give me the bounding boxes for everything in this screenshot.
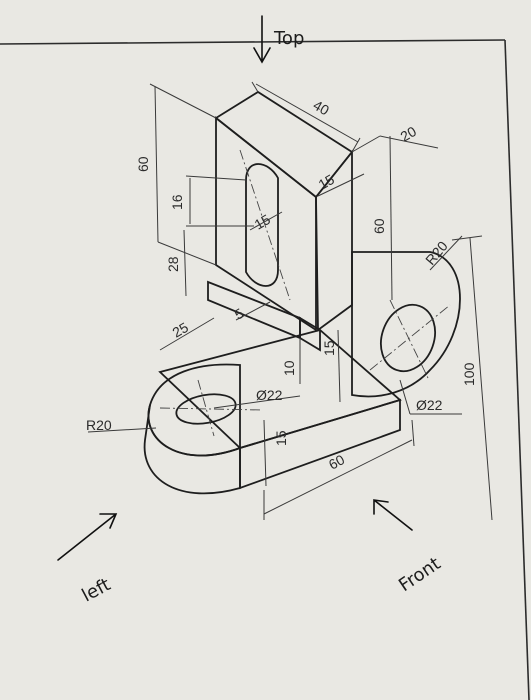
dim-25: 25	[170, 319, 192, 341]
isometric-part	[143, 90, 461, 495]
dim-15-base: 15	[273, 430, 289, 446]
dim-28: 28	[165, 256, 181, 272]
frame-top-line	[0, 39, 506, 45]
dim-r20-left: R20	[86, 417, 112, 433]
dim-60-right: 60	[371, 218, 387, 234]
right-lug	[351, 251, 461, 398]
left-arrow-icon	[57, 513, 118, 561]
dim-15-slot: 15	[252, 211, 274, 233]
label-top: Top	[273, 28, 304, 49]
slot-opening	[245, 163, 279, 287]
dim-16: 16	[169, 194, 185, 210]
front-arrow-icon	[373, 499, 413, 531]
dim-60-base: 60	[326, 451, 347, 473]
center-lines	[159, 149, 451, 437]
dim-dia22-right: Ø22	[416, 397, 443, 413]
dim-dia22-left: Ø22	[256, 387, 283, 403]
dim-60-left: 60	[135, 156, 151, 172]
dimension-lines	[87, 81, 493, 521]
dim-40: 40	[311, 97, 333, 119]
dimension-texts: 40 20 15 60 16 28 60 15 5 25 10 15 Ø22 Ø…	[86, 97, 477, 473]
step-front	[299, 316, 321, 352]
dim-15-top: 15	[316, 171, 338, 193]
dim-15-mid: 15	[321, 340, 337, 356]
dim-10: 10	[281, 360, 297, 376]
right-hole	[380, 303, 436, 373]
dim-100: 100	[461, 362, 477, 386]
top-arrow-icon	[253, 15, 271, 64]
left-lug-side	[143, 404, 241, 495]
dim-20: 20	[398, 123, 420, 145]
frame-right-line	[504, 39, 530, 700]
left-hole	[175, 393, 237, 425]
